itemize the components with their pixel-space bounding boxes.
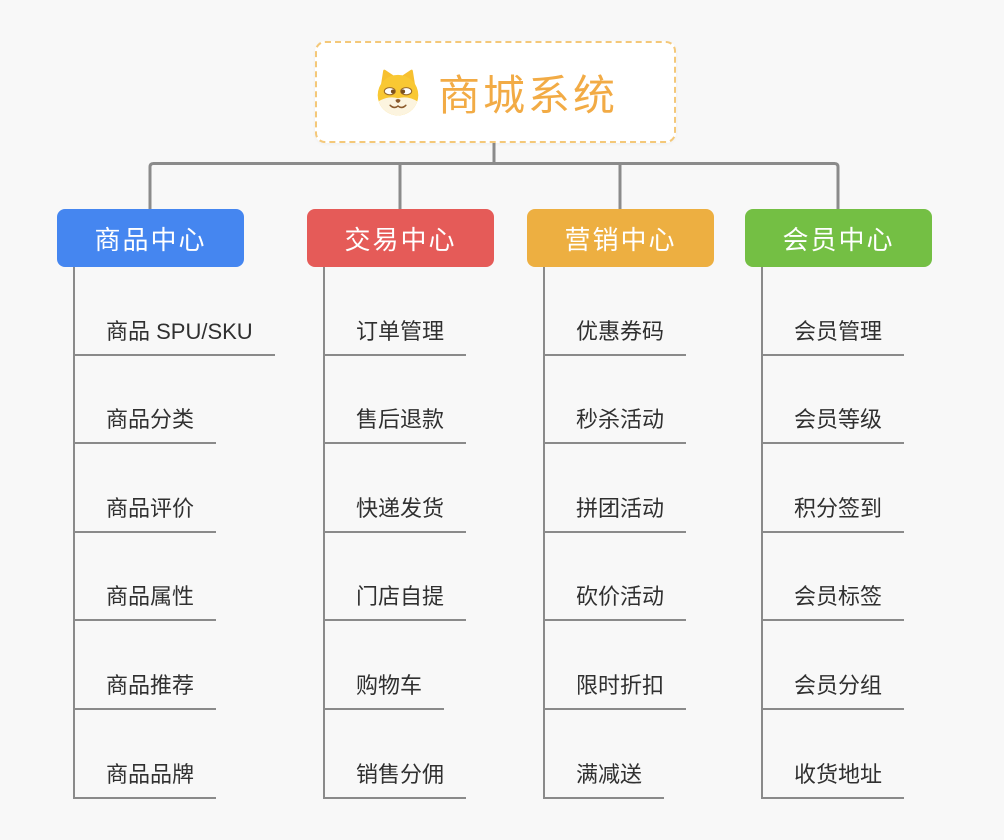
- child-topic[interactable]: 商品品牌: [75, 757, 217, 799]
- branch-node-4[interactable]: 会员中心: [745, 209, 932, 267]
- child-topic[interactable]: 商品推荐: [75, 668, 217, 710]
- branch-label: 营销中心: [564, 224, 677, 255]
- branch-label: 会员中心: [782, 224, 895, 255]
- branch-rail-line: [148, 162, 840, 209]
- child-topic[interactable]: 秒杀活动: [545, 402, 687, 445]
- child-topic[interactable]: 快递发货: [325, 491, 467, 533]
- child-topic[interactable]: 会员分组: [763, 668, 905, 710]
- child-topic[interactable]: 销售分佣: [325, 757, 467, 799]
- child-topic[interactable]: 商品属性: [75, 579, 217, 622]
- child-topic[interactable]: 满减送: [545, 757, 665, 799]
- child-topic[interactable]: 会员标签: [763, 579, 905, 622]
- child-topic[interactable]: 积分签到: [763, 491, 905, 533]
- branch-children: 商品 SPU/SKU 商品分类商品评价商品属性商品推荐商品品牌: [73, 267, 275, 799]
- branch-children: 优惠券码秒杀活动拼团活动砍价活动限时折扣满减送: [543, 267, 687, 799]
- branch-label: 商品中心: [94, 224, 207, 255]
- branch-node-3[interactable]: 营销中心: [527, 209, 714, 267]
- branch-node-1[interactable]: 商品中心: [57, 209, 244, 267]
- branch-children: 订单管理售后退款快递发货门店自提购物车销售分佣: [323, 267, 467, 799]
- child-topic[interactable]: 售后退款: [325, 402, 467, 445]
- root-title: 商城系统: [437, 71, 618, 119]
- child-topic[interactable]: 砍价活动: [545, 579, 687, 622]
- child-topic[interactable]: 限时折扣: [545, 668, 687, 710]
- child-topic[interactable]: 会员管理: [763, 314, 905, 356]
- branch-children: 会员管理会员等级积分签到会员标签会员分组收货地址: [761, 267, 905, 799]
- doge-icon: [373, 67, 423, 117]
- root-node[interactable]: 商城系统: [315, 41, 676, 143]
- child-topic[interactable]: 订单管理: [325, 314, 467, 356]
- child-topic[interactable]: 门店自提: [325, 579, 467, 622]
- child-topic[interactable]: 购物车: [325, 668, 445, 710]
- child-topic[interactable]: 商品分类: [75, 402, 217, 445]
- child-topic[interactable]: 会员等级: [763, 402, 905, 445]
- child-topic[interactable]: 拼团活动: [545, 491, 687, 533]
- child-topic[interactable]: 收货地址: [763, 757, 905, 799]
- branch-node-2[interactable]: 交易中心: [307, 209, 494, 267]
- child-topic[interactable]: 商品 SPU/SKU: [75, 314, 275, 356]
- child-topic[interactable]: 优惠券码: [545, 314, 687, 356]
- branch-label: 交易中心: [344, 224, 457, 255]
- child-topic[interactable]: 商品评价: [75, 491, 217, 533]
